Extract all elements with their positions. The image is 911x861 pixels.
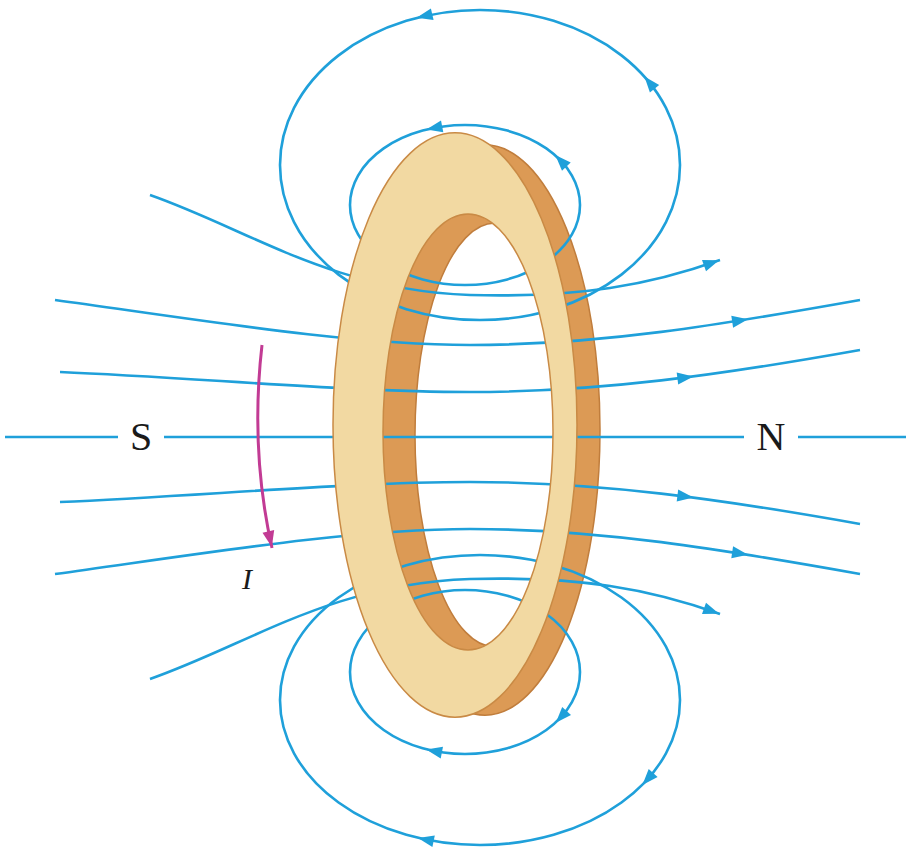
arrowhead [677, 373, 694, 385]
arrowhead [677, 490, 694, 502]
arrowhead [644, 76, 659, 92]
arrowhead [417, 8, 434, 20]
axis-line [164, 436, 744, 439]
arrowhead [426, 747, 443, 759]
arrowhead [702, 603, 719, 614]
pole-label: S [126, 415, 156, 459]
axis-line [5, 436, 118, 439]
ring-front [333, 133, 577, 717]
arrowhead [556, 707, 571, 723]
current-arrow [258, 345, 272, 548]
arrowhead [731, 546, 748, 558]
current-label: I [238, 562, 256, 595]
current-label-box: I [238, 562, 256, 595]
field-line [60, 482, 860, 524]
pole-label-box: N [753, 415, 790, 459]
arrowhead [263, 530, 275, 547]
pole-label: N [753, 415, 790, 459]
arrowhead [642, 769, 657, 785]
arrowhead [731, 316, 748, 328]
axis-line [798, 436, 906, 439]
field-line [55, 300, 860, 345]
field-line [60, 350, 860, 392]
arrowhead [426, 121, 443, 133]
arrowhead [555, 155, 570, 171]
field-line [55, 529, 860, 574]
arrowhead [702, 260, 719, 271]
arrowhead [418, 835, 435, 847]
pole-label-box: S [126, 415, 156, 459]
